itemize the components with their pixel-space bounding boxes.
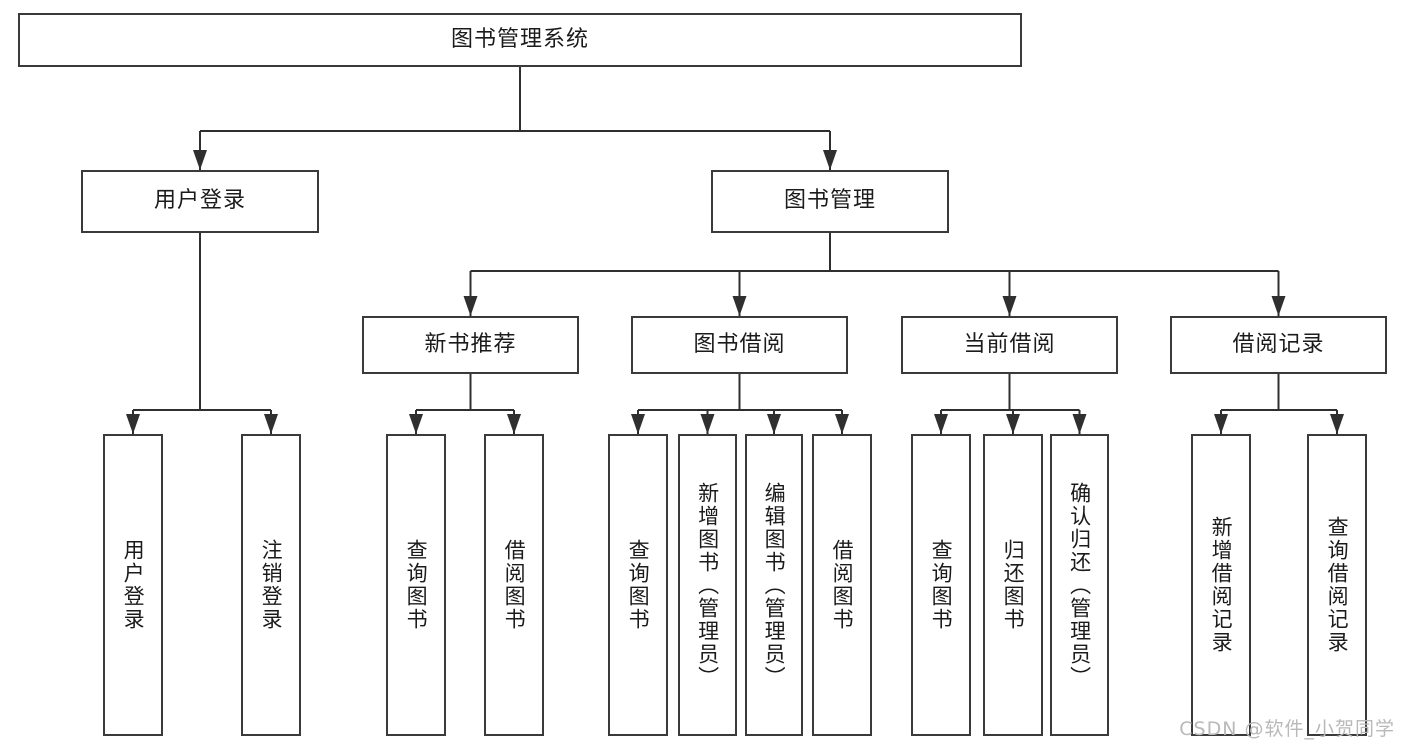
arrowhead-icon xyxy=(631,414,645,434)
node-label-leaf-query-book-2: 查询图书 xyxy=(626,539,651,631)
node-new-book-rec[interactable]: 新书推荐 xyxy=(362,316,579,374)
arrowhead-icon xyxy=(700,414,715,434)
node-borrow-record[interactable]: 借阅记录 xyxy=(1170,316,1387,374)
arrowhead-icon xyxy=(507,414,521,434)
node-leaf-borrow-book-2[interactable]: 借阅图书 xyxy=(812,434,872,736)
node-leaf-query-book-2[interactable]: 查询图书 xyxy=(608,434,668,736)
node-label-leaf-borrow-book-2: 借阅图书 xyxy=(830,539,855,631)
node-leaf-add-record[interactable]: 新增借阅记录 xyxy=(1191,434,1251,736)
node-label-leaf-query-book-1: 查询图书 xyxy=(404,539,429,631)
node-label-leaf-query-record: 查询借阅记录 xyxy=(1325,516,1350,654)
arrowhead-icon xyxy=(1330,414,1344,434)
node-root[interactable]: 图书管理系统 xyxy=(18,13,1022,67)
arrowhead-icon xyxy=(264,414,278,434)
node-leaf-add-book[interactable]: 新增图书（管理员） xyxy=(678,434,737,736)
node-leaf-confirm-return[interactable]: 确认归还（管理员） xyxy=(1050,434,1109,736)
node-label-leaf-edit-book: 编辑图书（管理员） xyxy=(762,481,787,689)
node-label-leaf-user-login: 用户登录 xyxy=(121,539,146,631)
node-label-borrow-record: 借阅记录 xyxy=(1232,331,1325,357)
node-leaf-user-login[interactable]: 用户登录 xyxy=(103,434,163,736)
node-label-leaf-add-record: 新增借阅记录 xyxy=(1209,516,1234,654)
arrowhead-icon xyxy=(767,414,781,434)
arrowhead-icon xyxy=(732,296,747,316)
node-leaf-edit-book[interactable]: 编辑图书（管理员） xyxy=(745,434,803,736)
watermark: CSDN @软件_小贺同学 xyxy=(1179,718,1395,740)
node-label-book-manage: 图书管理 xyxy=(783,188,876,214)
arrowhead-icon xyxy=(126,414,140,434)
node-label-leaf-borrow-book-1: 借阅图书 xyxy=(502,539,527,631)
node-book-manage[interactable]: 图书管理 xyxy=(711,170,949,233)
node-book-borrow[interactable]: 图书借阅 xyxy=(631,316,848,374)
arrowhead-icon xyxy=(463,296,478,316)
node-label-new-book-rec: 新书推荐 xyxy=(424,331,517,357)
node-label-leaf-user-logout: 注销登录 xyxy=(259,539,284,631)
arrowhead-icon xyxy=(1214,414,1228,434)
arrowhead-icon xyxy=(409,414,423,434)
node-leaf-query-book-3[interactable]: 查询图书 xyxy=(911,434,971,736)
node-label-leaf-add-book: 新增图书（管理员） xyxy=(695,481,720,689)
arrowhead-icon xyxy=(1271,296,1286,316)
node-user-login[interactable]: 用户登录 xyxy=(81,170,319,233)
node-leaf-query-record[interactable]: 查询借阅记录 xyxy=(1307,434,1367,736)
node-label-leaf-confirm-return: 确认归还（管理员） xyxy=(1067,481,1092,689)
arrowhead-icon xyxy=(835,414,849,434)
node-label-book-borrow: 图书借阅 xyxy=(693,331,786,357)
node-current-borrow[interactable]: 当前借阅 xyxy=(901,316,1118,374)
node-label-leaf-query-book-3: 查询图书 xyxy=(929,539,954,631)
node-label-root: 图书管理系统 xyxy=(450,26,589,52)
node-leaf-query-book-1[interactable]: 查询图书 xyxy=(386,434,446,736)
arrowhead-icon xyxy=(1002,296,1017,316)
arrowhead-icon xyxy=(1072,414,1087,434)
node-label-user-login: 用户登录 xyxy=(153,188,246,214)
node-leaf-return-book[interactable]: 归还图书 xyxy=(983,434,1043,736)
arrowhead-icon xyxy=(934,414,948,434)
arrowhead-icon xyxy=(823,150,837,170)
node-label-current-borrow: 当前借阅 xyxy=(963,331,1056,357)
arrowhead-icon xyxy=(193,150,207,170)
node-leaf-user-logout[interactable]: 注销登录 xyxy=(241,434,301,736)
node-label-leaf-return-book: 归还图书 xyxy=(1001,539,1026,631)
node-leaf-borrow-book-1[interactable]: 借阅图书 xyxy=(484,434,544,736)
arrowhead-icon xyxy=(1006,414,1020,434)
